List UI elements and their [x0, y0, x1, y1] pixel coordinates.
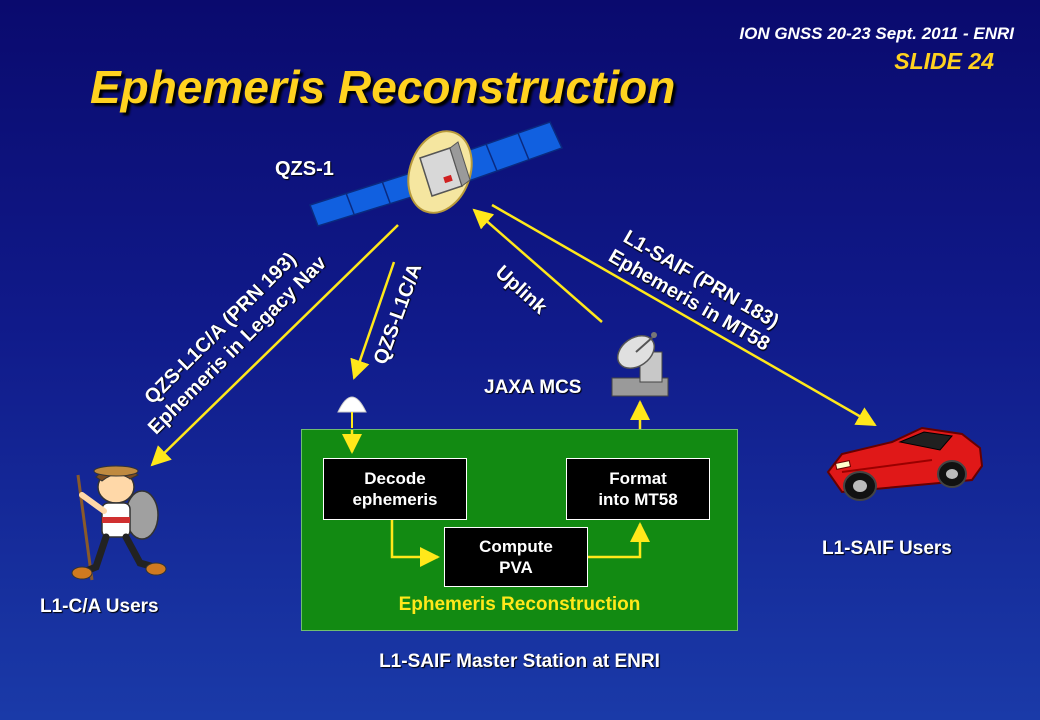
decode-ephemeris-box: Decode ephemeris [323, 458, 467, 520]
receiver-antenna-icon [337, 396, 367, 428]
hiker-user-icon [71, 465, 167, 581]
l1saif-users-label: L1-SAIF Users [822, 538, 952, 559]
compute-pva-box: Compute PVA [444, 527, 588, 587]
decode-box-line1: Decode [364, 469, 426, 488]
arrow-decode-to-compute [390, 520, 440, 567]
arrow-saif-mt58 [491, 203, 877, 427]
slide-number: SLIDE 24 [894, 48, 994, 74]
slide-title: Ephemeris Reconstruction [90, 61, 676, 113]
satellite-icon [309, 121, 564, 227]
decode-box-line2: ephemeris [352, 490, 438, 509]
format-box-line2: into MT58 [598, 490, 678, 509]
station-caption: Ephemeris Reconstruction [398, 594, 641, 615]
format-box-line1: Format [609, 469, 667, 488]
conference-header: ION GNSS 20-23 Sept. 2011 - ENRI [739, 24, 1014, 43]
jaxa-mcs-label: JAXA MCS [484, 377, 582, 398]
master-station-name: L1-SAIF Master Station at ENRI [379, 651, 660, 672]
compute-box-line1: Compute [479, 537, 553, 556]
car-user-icon [826, 426, 984, 501]
satellite-label: QZS-1 [275, 158, 334, 180]
compute-box-line2: PVA [499, 558, 533, 577]
ground-station-dish-icon [611, 332, 669, 397]
format-mt58-box: Format into MT58 [566, 458, 710, 520]
arrow-qzs-l1ca [350, 261, 396, 380]
l1ca-users-label: L1-C/A Users [40, 596, 159, 617]
arrow-legacy-nav [150, 224, 399, 467]
arrow-compute-to-format [588, 522, 650, 559]
arrow-uplink [472, 208, 603, 323]
